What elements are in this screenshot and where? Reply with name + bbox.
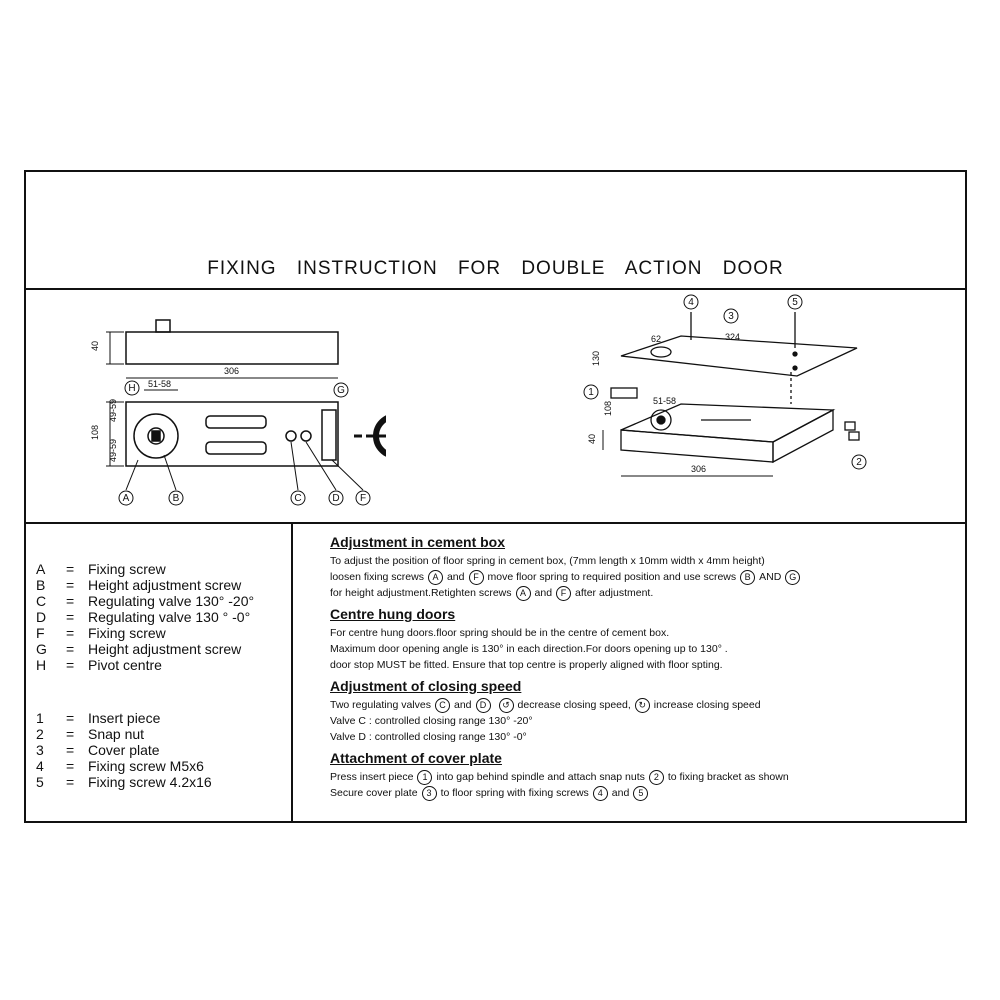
section-heading: Adjustment in cement box xyxy=(330,534,506,550)
legend-row: H=Pivot centre xyxy=(36,657,162,673)
divider-title xyxy=(26,288,965,290)
top-view-body xyxy=(125,401,339,467)
rotate-left-icon: ↺ xyxy=(498,697,514,713)
floor-spring-drawing: 40 306 51-58 108 49-59 49-59 H G A B C D… xyxy=(90,319,386,506)
callout-1: 1 xyxy=(588,387,594,398)
legend-row: C=Regulating valve 130° -20° xyxy=(36,593,255,609)
legend-row: 5=Fixing screw 4.2x16 xyxy=(36,774,212,790)
callout-h: H xyxy=(128,383,135,394)
legend-row: A=Fixing screw xyxy=(36,561,166,577)
assembly-drawing: 130 62 324 51-58 108 40 306 4 3 5 1 2 xyxy=(583,294,867,477)
legend-row: 1=Insert piece xyxy=(36,710,161,726)
legend-row: G=Height adjustment screw xyxy=(36,641,242,657)
dim-width-right-label: 108 xyxy=(603,401,613,416)
cover-plate xyxy=(620,335,858,377)
callout-g: G xyxy=(337,385,345,396)
divider-diagrams xyxy=(26,522,965,524)
section-cement-box: Adjustment in cement box To adjust the p… xyxy=(330,534,960,601)
section-cover-plate: Attachment of cover plate Press insert p… xyxy=(330,750,960,801)
callout-5: 5 xyxy=(792,297,798,308)
legend-row: 4=Fixing screw M5x6 xyxy=(36,758,204,774)
callout-3: 3 xyxy=(728,311,734,322)
callout-2: 2 xyxy=(856,457,862,468)
spring-box-top xyxy=(620,403,836,443)
callout-f: F xyxy=(360,493,366,504)
section-closing-speed: Adjustment of closing speed Two regulati… xyxy=(330,678,960,745)
dim-plate-width-label: 130 xyxy=(591,351,601,366)
dim-pivot-right-label: 51-58 xyxy=(653,396,676,406)
legend-numbers: 1=Insert piece 2=Snap nut 3=Cover plate … xyxy=(36,710,212,790)
dim-width-label: 108 xyxy=(90,425,100,440)
legend-letters: A=Fixing screw B=Height adjustment screw… xyxy=(36,561,254,673)
legend-row: D=Regulating valve 130 ° -0° xyxy=(36,609,251,625)
instruction-sheet: FIXING INSTRUCTION FOR DOUBLE ACTION DOO… xyxy=(24,170,967,823)
callout-d: D xyxy=(332,493,339,504)
dim-height-label: 40 xyxy=(90,341,100,351)
instructions: Adjustment in cement box To adjust the p… xyxy=(330,534,960,801)
callout-4: 4 xyxy=(688,297,694,308)
page-title: FIXING INSTRUCTION FOR DOUBLE ACTION DOO… xyxy=(207,258,784,279)
callout-a: A xyxy=(123,493,130,504)
section-centre-hung: Centre hung doors For centre hung doors.… xyxy=(330,606,960,673)
dim-plate-offset-label: 62 xyxy=(651,334,661,344)
dim-side-top-label: 49-59 xyxy=(108,399,118,422)
dim-pivot-label: 51-58 xyxy=(148,379,171,389)
legend-row: B=Height adjustment screw xyxy=(36,577,242,593)
section-heading: Centre hung doors xyxy=(330,606,456,622)
dim-height-right-label: 40 xyxy=(587,434,597,444)
section-heading: Adjustment of closing speed xyxy=(330,678,522,694)
side-view-body xyxy=(125,331,339,365)
dim-length-label: 306 xyxy=(224,366,239,376)
section-heading: Attachment of cover plate xyxy=(330,750,502,766)
dim-side-bottom-label: 49-59 xyxy=(108,439,118,462)
dim-length-right-label: 306 xyxy=(691,464,706,474)
legend-row: F=Fixing screw xyxy=(36,625,166,641)
spring-box-side xyxy=(772,408,834,464)
spindle-stub xyxy=(155,319,171,333)
pivot-disc xyxy=(133,413,179,459)
rotate-right-icon: ↻ xyxy=(634,697,650,713)
callout-b: B xyxy=(173,493,180,504)
divider-legend xyxy=(291,522,293,821)
legend-row: 2=Snap nut xyxy=(36,726,145,742)
dim-plate-length-label: 324 xyxy=(725,332,740,342)
spring-box-front xyxy=(620,429,774,463)
legend-row: 3=Cover plate xyxy=(36,742,160,758)
callout-c: C xyxy=(294,493,301,504)
